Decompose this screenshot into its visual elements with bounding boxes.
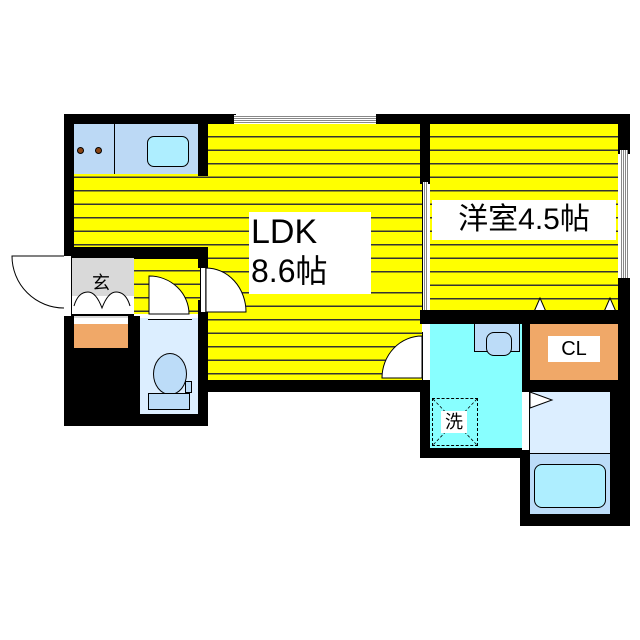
toilet-bowl-icon xyxy=(153,353,187,395)
window-top-ldk xyxy=(234,115,376,124)
wall-ldk-western xyxy=(420,114,430,184)
western-room-label: 洋室4.5帖 xyxy=(432,200,616,240)
toilet-door-swing[interactable] xyxy=(148,275,193,316)
wall-wash-bottom xyxy=(420,448,524,458)
entrance-door-frame xyxy=(64,256,72,316)
window-western-right xyxy=(620,150,628,280)
shoe-box xyxy=(73,324,129,348)
ldk-label: LDK 8.6帖 xyxy=(249,212,371,294)
wall-top-right xyxy=(376,114,630,126)
wall-bath-left xyxy=(520,448,532,526)
bathtub-icon xyxy=(534,464,606,508)
wall-wash-left xyxy=(420,380,432,458)
sink-icon xyxy=(147,136,189,167)
toilet-paper-icon xyxy=(185,381,192,393)
wall-right xyxy=(618,114,630,154)
wash-basin-icon xyxy=(486,332,512,356)
washer-label: 洗 xyxy=(441,411,467,433)
wall-ldk-bottom xyxy=(204,380,430,392)
wall-hall-stub xyxy=(198,250,208,268)
ldk-room-size: 8.6帖 xyxy=(251,253,328,289)
wall-closet-bath xyxy=(520,380,630,392)
entrance-label: 玄 xyxy=(92,273,110,293)
stove-burner-icon xyxy=(95,147,102,154)
wall-bath-right-inner xyxy=(610,380,630,526)
wall-bottom-left xyxy=(64,414,208,426)
wall-bath-bottom xyxy=(520,514,630,526)
washroom-door-swing[interactable] xyxy=(381,335,424,380)
wall-toilet-right xyxy=(198,300,208,426)
storage-block xyxy=(64,348,136,426)
wall-wash-closet xyxy=(520,322,530,392)
wall-wet-top xyxy=(420,310,630,324)
bath-door-frame xyxy=(522,392,530,450)
wall-entrance-toilet xyxy=(128,316,140,416)
stove-divider xyxy=(114,124,115,174)
toilet-door-threshold xyxy=(148,314,192,320)
stove-burner-icon xyxy=(77,147,84,154)
toilet-tank-icon xyxy=(148,393,190,410)
entrance-door-swing[interactable] xyxy=(8,255,68,316)
ldk-room-name: LDK xyxy=(251,213,318,251)
wall-left xyxy=(64,114,74,254)
wall-entrance-top xyxy=(64,247,208,259)
closet-label: CL xyxy=(548,336,600,362)
washer-space: 洗 xyxy=(432,398,478,446)
sliding-door-western[interactable] xyxy=(422,182,428,312)
bath-door-marker-icon xyxy=(529,391,554,409)
entrance-flap-icon xyxy=(73,291,131,310)
ldk-hall-door-swing[interactable] xyxy=(205,267,248,314)
kitchen-wall xyxy=(198,124,208,176)
wall-top-left xyxy=(64,114,236,126)
